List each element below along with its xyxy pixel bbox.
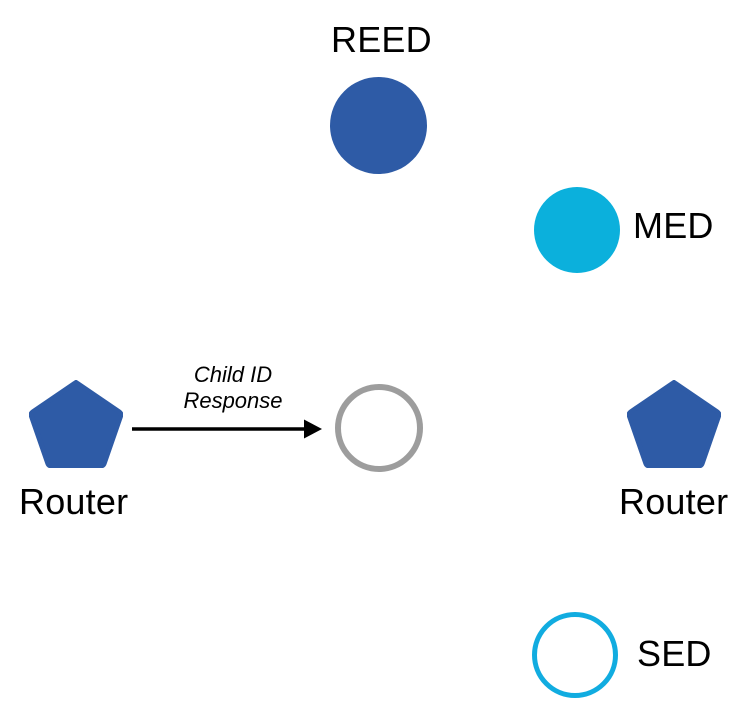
edge-label-line-1: Child ID bbox=[193, 362, 273, 387]
edge-child-id-response[interactable] bbox=[128, 408, 328, 450]
node-reed-circle[interactable] bbox=[330, 77, 427, 174]
node-label-router-right: Router bbox=[619, 481, 729, 522]
node-router-right-pentagon[interactable] bbox=[627, 380, 721, 468]
node-sed-circle[interactable] bbox=[532, 612, 618, 698]
node-label-med: MED bbox=[633, 205, 714, 246]
node-joining-device-circle[interactable] bbox=[335, 384, 423, 472]
node-med-circle[interactable] bbox=[534, 187, 620, 273]
edge-label-line-2: Response bbox=[183, 388, 283, 413]
node-label-router-left: Router bbox=[19, 481, 129, 522]
edge-label-child-id-response: Child ID Response bbox=[168, 362, 298, 414]
node-router-left-pentagon[interactable] bbox=[29, 380, 123, 468]
node-label-sed: SED bbox=[637, 633, 712, 674]
node-label-reed: REED bbox=[331, 19, 432, 60]
